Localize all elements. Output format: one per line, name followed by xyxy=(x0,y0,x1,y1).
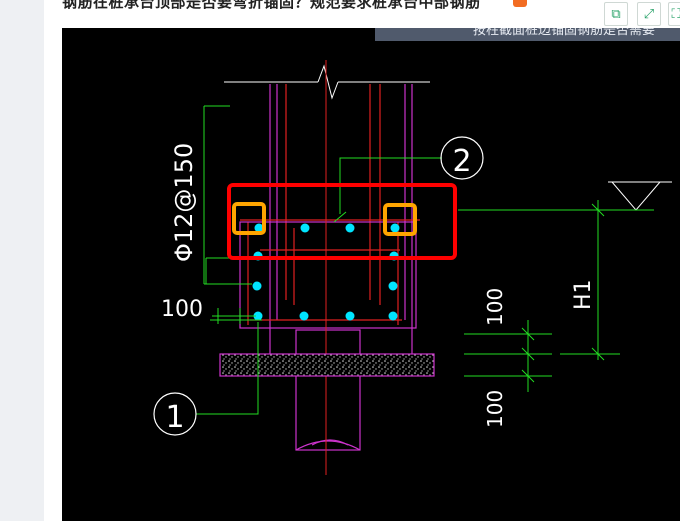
pile-cap-outline xyxy=(239,221,417,451)
right-dimension-lines xyxy=(458,200,654,392)
image-caption-overlay: 按柱截面桩边锚固钢筋是否需要 xyxy=(375,28,680,41)
dimension-right-top: 100 xyxy=(483,288,507,326)
highlight-orange-right xyxy=(383,203,417,236)
expand-image-button[interactable]: ⤢ xyxy=(637,2,661,26)
copy-image-button[interactable]: ⧉ xyxy=(604,2,628,26)
dimension-left: 100 xyxy=(161,297,203,322)
cad-drawing: 1 2 Φ12@150 100 H1 100 100 xyxy=(153,60,672,475)
dimension-right-bottom: 100 xyxy=(483,390,507,428)
rebar-spec-label: Φ12@150 xyxy=(170,143,198,262)
title-badge xyxy=(513,0,527,7)
elevation-mark xyxy=(608,181,672,211)
cad-drawing-image[interactable]: 1 2 Φ12@150 100 H1 100 100 xyxy=(62,28,680,521)
cushion-layer xyxy=(219,353,435,377)
question-title: 钢筋在桩承台顶部是否要弯折锚固？规范要求桩承台中部钢筋 xyxy=(62,0,481,11)
fullscreen-button[interactable]: ⛶ xyxy=(668,2,680,26)
break-line xyxy=(224,64,430,100)
callout-1-circle xyxy=(153,392,197,436)
callout-2-label: 2 xyxy=(452,144,471,179)
callout-1-label: 1 xyxy=(165,400,184,435)
highlight-orange-left xyxy=(232,202,266,235)
height-label: H1 xyxy=(571,279,596,310)
left-gutter xyxy=(0,0,44,521)
leader-lines xyxy=(196,105,442,415)
callout-2-circle xyxy=(440,136,484,180)
highlight-red-box xyxy=(227,183,457,260)
